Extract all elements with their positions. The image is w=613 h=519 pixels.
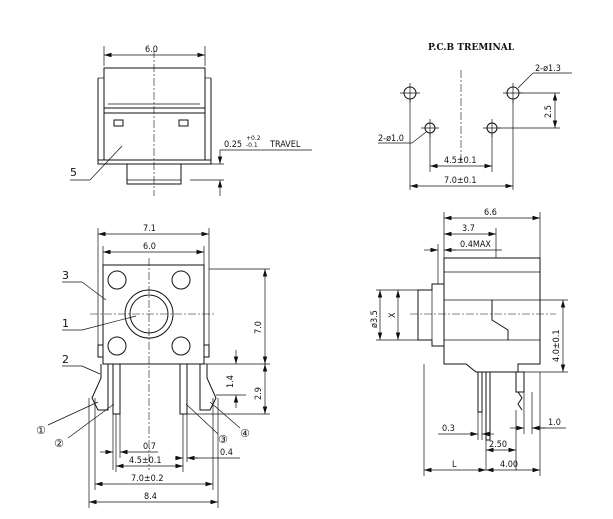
side-dim-0-4max: 0.4MAX <box>460 240 491 250</box>
pin-4: ④ <box>240 427 250 440</box>
side-view: 6.6 3.7 0.4MAX ø3.5 X 4.0±0.1 1.0 <box>370 208 568 476</box>
pcb-vertical-dim: 2.5 <box>544 105 554 118</box>
travel-main: 0.25 <box>224 140 242 150</box>
front-dim-7-0b: 7.0±0.2 <box>131 474 164 484</box>
callout-3: 3 <box>62 269 69 282</box>
front-view: 7.1 6.0 7.0 1.4 2.9 0.7 4.5±0.1 <box>36 224 270 508</box>
front-dim-8-4: 8.4 <box>144 492 157 502</box>
front-dim-7-1: 7.1 <box>143 224 156 234</box>
front-dim-2-9: 2.9 <box>254 387 264 400</box>
pcb-hole-large: 2-ø1.3 <box>535 64 561 74</box>
side-dim-2-50: 2.50 <box>489 440 507 450</box>
front-dim-7-0: 7.0 <box>254 321 264 334</box>
callout-1: 1 <box>62 317 69 330</box>
pcb-spacing-inner: 4.5±0.1 <box>444 156 477 166</box>
pcb-title: P.C.B TREMINAL <box>428 43 515 53</box>
side-dim-1-0: 1.0 <box>548 418 561 428</box>
side-dim-x: X <box>388 312 398 318</box>
pcb-spacing-outer: 7.0±0.1 <box>444 176 477 186</box>
pin-2: ② <box>54 437 64 450</box>
travel-minus: -0.1 <box>246 142 258 149</box>
callout-5: 5 <box>70 166 77 179</box>
pin-1: ① <box>36 424 46 437</box>
callout-2: 2 <box>62 353 69 366</box>
front-dim-0-4: 0.4 <box>220 448 233 458</box>
top-width-dim: 6.0 <box>145 45 158 55</box>
side-dim-3-7: 3.7 <box>462 224 475 234</box>
pcb-terminal-view: P.C.B TREMINAL 2-ø1.3 2-ø1.0 2.5 4 <box>378 43 572 190</box>
side-dim-l: L <box>452 460 457 470</box>
side-dim-4-0: 4.0±0.1 <box>552 329 562 362</box>
front-dim-6-0: 6.0 <box>143 242 156 252</box>
side-dim-6-6: 6.6 <box>484 208 497 218</box>
pcb-hole-small: 2-ø1.0 <box>378 134 404 144</box>
side-dim-0-3: 0.3 <box>442 424 455 434</box>
side-dim-4-00: 4.00 <box>500 460 518 470</box>
pin-3: ③ <box>218 433 228 446</box>
front-dim-4-5: 4.5±0.1 <box>129 456 162 466</box>
side-dim-dia: ø3.5 <box>370 310 380 328</box>
front-dim-0-7: 0.7 <box>143 442 156 452</box>
top-view: 6.0 0.25 +0.2 -0.1 TRAVEL 5 <box>70 45 312 196</box>
travel-plus: +0.2 <box>246 135 261 142</box>
front-dim-1-4: 1.4 <box>226 375 236 388</box>
travel-label: TRAVEL <box>269 140 301 150</box>
